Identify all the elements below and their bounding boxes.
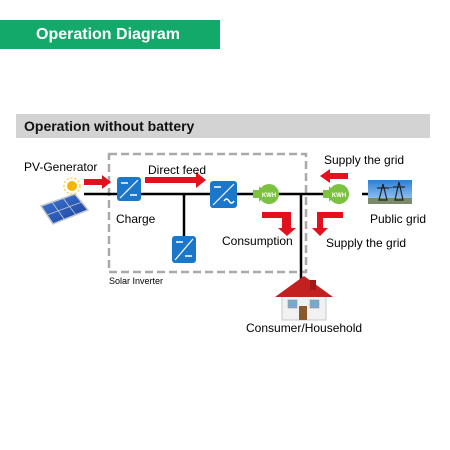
supply-grid-top-label: Supply the grid (324, 153, 405, 167)
page-title: Operation Diagram (0, 20, 220, 49)
supply-grid-top-arrow (320, 169, 348, 183)
meter-left-label: KWH (262, 193, 276, 199)
supply-grid-bottom-arrow (312, 212, 343, 236)
charge-label: Charge (116, 212, 156, 226)
converter-icon (117, 177, 141, 201)
consumption-label: Consumption (222, 234, 293, 248)
kwh-meter-icon: KWH (323, 184, 349, 204)
house-icon (275, 276, 333, 321)
pv-flow-arrow (84, 175, 111, 189)
supply-grid-bottom-label: Supply the grid (326, 236, 407, 250)
pv-generator-label: PV-Generator (24, 160, 98, 174)
converter-icon (172, 236, 196, 263)
inverter-enclosure (107, 152, 308, 274)
power-tower-icon (368, 180, 412, 204)
direct-feed-arrow (145, 172, 206, 188)
direct-feed-label: Direct feed (148, 163, 207, 177)
kwh-meter-icon: KWH (253, 184, 279, 204)
meter-right-label: KWH (332, 193, 346, 199)
solar-inverter-label: Solar Inverter (109, 276, 164, 286)
section-title: Operation without battery (16, 114, 430, 138)
inverter-icon (210, 181, 237, 208)
consumer-household-label: Consumer/Household (246, 321, 363, 335)
public-grid-label: Public grid (370, 212, 427, 226)
sun-icon (63, 177, 81, 195)
solar-panel-icon (39, 193, 90, 225)
